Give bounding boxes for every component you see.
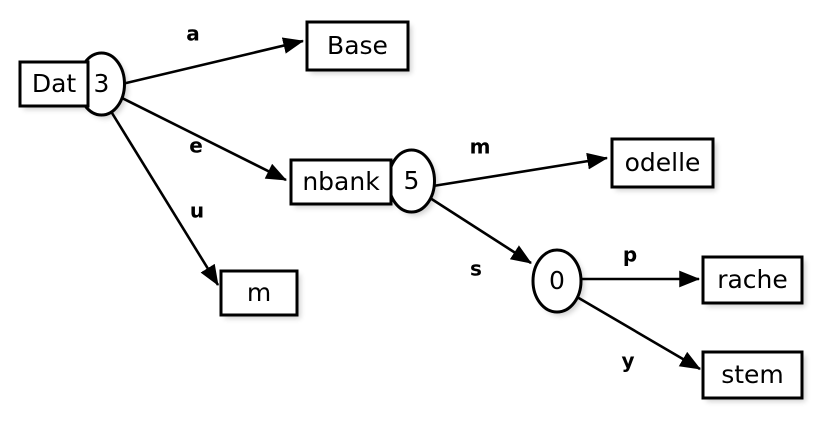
edge-label-y: y [621,349,634,373]
edge-m[interactable] [432,152,609,188]
edge-a[interactable] [121,37,305,86]
edge-label-a: a [186,22,200,46]
node-dat-ellipse-label: 3 [94,69,110,98]
node-zero-ellipse [531,248,583,314]
edge-label-e: e [189,134,203,158]
node-zero[interactable]: 0 [531,248,583,314]
node-base[interactable]: Base [305,20,410,72]
node-stem[interactable]: stem [701,350,804,400]
node-dat-box-label: Dat [32,69,77,98]
node-rache-box [701,255,804,305]
node-base-label: Base [327,31,388,60]
node-odelle-label: odelle [625,148,701,177]
node-zero-label: 0 [549,266,565,295]
node-rache[interactable]: rache [701,255,804,305]
node-dat-box [18,60,90,108]
node-m-label: m [247,278,271,307]
node-m[interactable]: m [219,269,299,317]
node-base-box [305,20,410,72]
node-rache-label: rache [717,265,788,294]
node-odelle[interactable]: odelle [610,137,715,189]
node-nbank-box [289,158,393,206]
edge-label-s: s [470,257,482,281]
edge-y[interactable] [576,295,701,371]
edge-labels-group: a e u m s p y [186,22,637,373]
edge-label-m: m [470,135,491,159]
node-dat[interactable]: Dat 3 [18,51,126,117]
edge-s[interactable] [429,196,532,265]
node-nbank[interactable]: nbank 5 [289,148,436,214]
node-nbank-ellipse-label: 5 [404,166,420,195]
node-nbank-box-label: nbank [302,167,380,196]
node-m-box [219,269,299,317]
edge-e[interactable] [119,95,287,182]
node-stem-label: stem [721,360,784,389]
edges-group [110,37,701,371]
node-odelle-box [610,137,715,189]
edge-u[interactable] [110,112,220,286]
node-stem-box [701,350,804,400]
edge-label-p: p [623,243,637,267]
edge-label-u: u [190,199,204,223]
